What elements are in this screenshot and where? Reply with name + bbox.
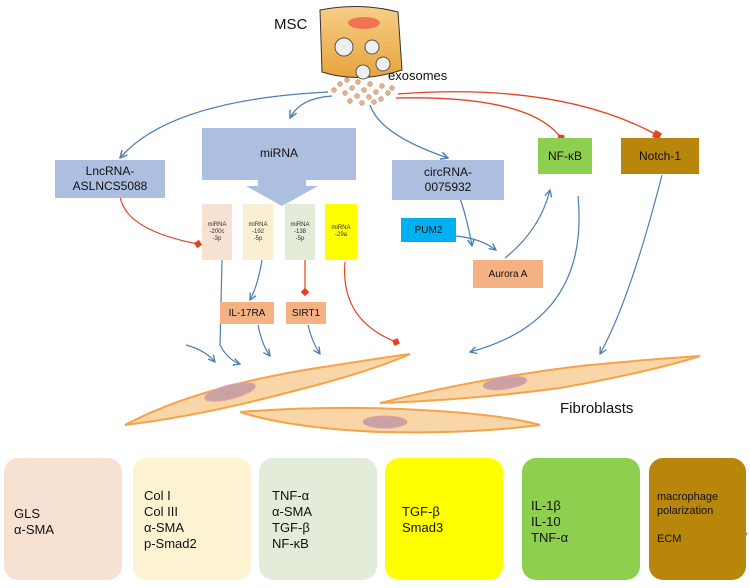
fibroblast-cell-3 [379,355,701,404]
fibroblast-nucleus [204,382,256,402]
vesicle-icon [355,64,371,80]
il17ra-to-fibroblast [257,324,270,356]
mirna-192-box: miRNA-192-5p [243,204,273,260]
aurora-box: Aurora A [473,260,543,288]
vesicle-icon [334,37,354,57]
notch-to-fibroblast [600,174,663,354]
exosomes-label: exosomes [388,68,448,83]
aurora-to-nfkb [504,190,550,259]
msc-cell [319,5,403,80]
inhibit-nfkb [395,97,565,142]
lncrna-label-line: ASLNCS5088 [72,179,148,193]
mir29a-inhibit [343,261,400,346]
exosome-arrows [120,91,448,158]
effect-card-4 [385,458,503,580]
effect-card-2 [133,458,251,580]
circrna-label-line: 0075932 [424,180,472,194]
il17ra-box: IL-17RA [220,302,274,324]
mirna-29a-box: miRNA-29a [325,204,357,260]
sirt1-to-fibroblast [307,324,320,354]
effect-card-5 [522,458,640,580]
pum2-box: PUM2 [401,218,456,242]
vesicle-icon [375,56,391,72]
nfkb-to-fibroblast [470,195,580,352]
lncrna-box: LncRNA-ASLNCS5088 [55,160,165,198]
fibroblasts-label: Fibroblasts [560,400,634,417]
fibroblast-cells [124,353,701,434]
mir200c-to-fibroblast [219,259,240,364]
notch-box: Notch-1 [621,138,699,174]
mirna-138-box: miRNA-138-5p [285,204,315,260]
exosome-dots [331,77,395,106]
mirna-block [202,128,356,206]
effect-card-3 [259,458,377,580]
circrna-box: circRNA-0075932 [392,160,504,200]
circrna-to-aurora [459,197,472,246]
circrna-label-line: circRNA- [424,165,472,179]
fibroblast-nucleus [362,415,408,429]
arrow-to-mirna [290,95,333,118]
vesicle-icon [364,39,380,55]
arrow-to-lncrna [120,91,329,158]
fibroblast-nucleus [482,375,528,391]
lncrna-label-line: LncRNA- [85,164,135,178]
inhibit-notch [397,91,662,140]
effect-card-1 [4,458,122,580]
effect-card-6 [649,458,746,580]
exosome-inhibit-arrows [395,91,662,142]
sirt1-box: SIRT1 [286,302,326,324]
mirna-200c-box: miRNA-200c-3p [202,204,232,260]
arrow-to-fibroblast-1 [185,344,215,362]
msc-label: MSC [274,16,308,33]
mir192-to-il17ra [250,259,263,300]
internal-inhibit-arrows [119,195,400,346]
pum2-to-aurora [454,235,496,250]
nucleus-icon [348,17,380,29]
internal-arrows [185,174,663,364]
arrow-to-circrna [369,104,448,158]
nfkb-box: NF-κB [538,138,592,174]
lncrna-inhibit-mir200c [119,195,203,249]
mirna-label: miRNA [260,146,298,160]
